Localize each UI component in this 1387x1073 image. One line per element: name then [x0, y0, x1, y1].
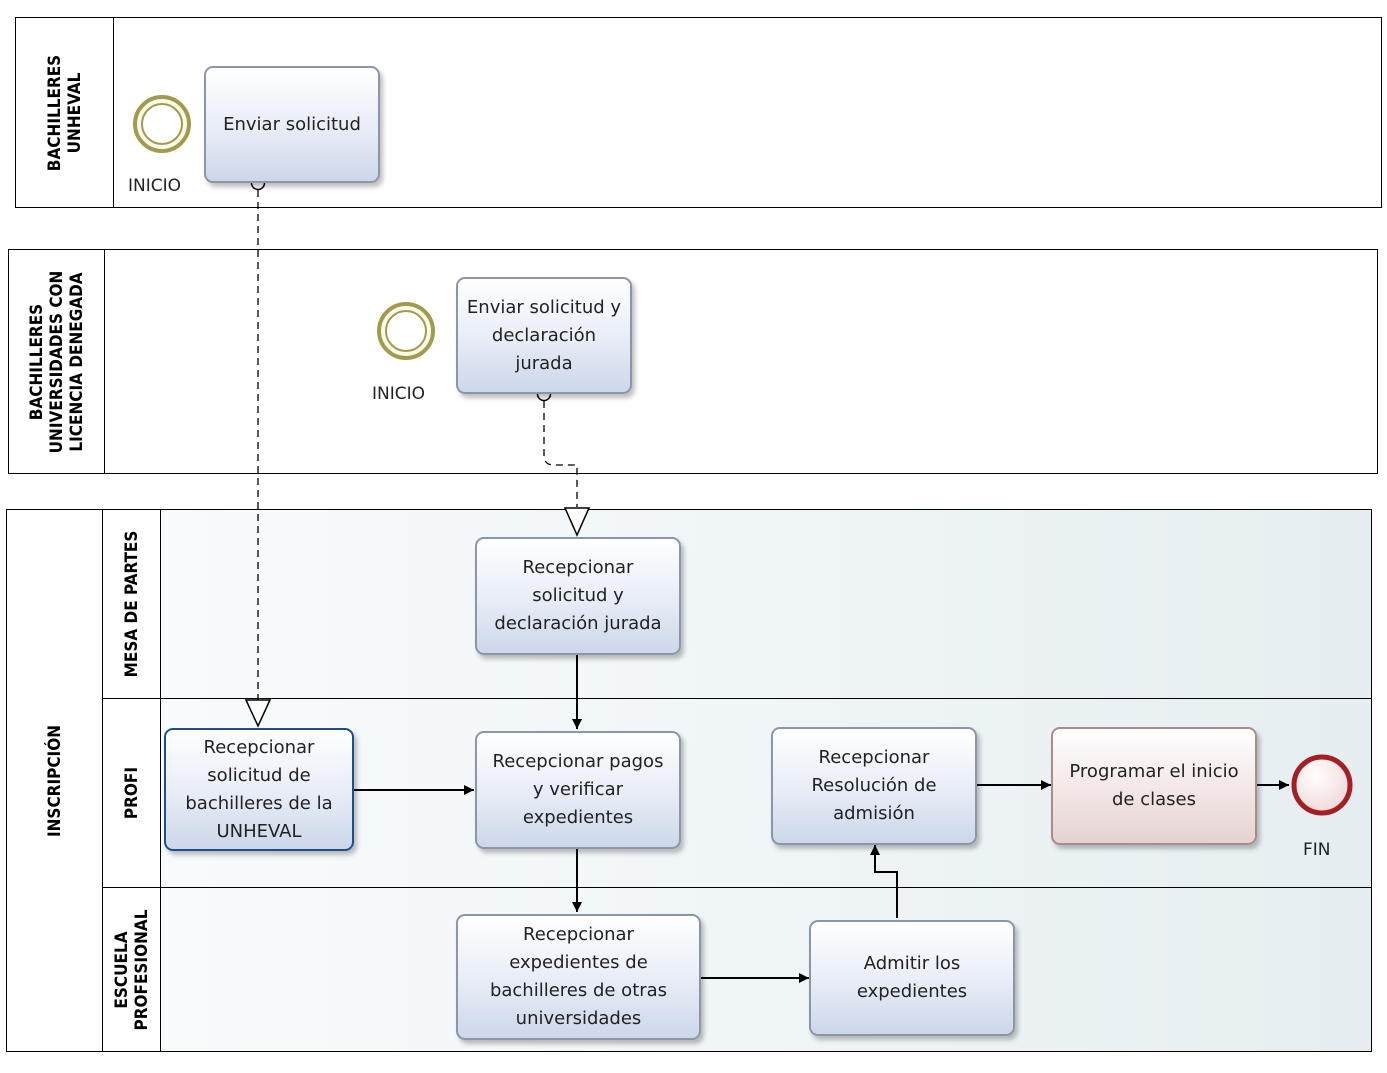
lane-escuela-profesional: ESCUELA PROFESIONAL — [103, 888, 1371, 1051]
pool-label: BACHILLERES UNHEVAL — [44, 54, 85, 171]
lane-label: MESA DE PARTES — [121, 530, 142, 678]
pool-header: BACHILLERES UNHEVAL — [16, 18, 114, 207]
task-recepcionar-solicitud-unheval[interactable]: Recepcionar solicitud de bachilleres de … — [164, 728, 354, 851]
task-recepcionar-solicitud-declaracion[interactable]: Recepcionar solicitud y declaración jura… — [475, 537, 681, 655]
task-recepcionar-pagos[interactable]: Recepcionar pagos y verificar expediente… — [475, 731, 681, 849]
pool-bachilleres-otras-universidades: BACHILLERES UNIVERSIDADES CON LICENCIA D… — [8, 249, 1378, 474]
task-admitir-expedientes[interactable]: Admitir los expedientes — [809, 920, 1015, 1036]
lane-label: ESCUELA PROFESIONAL — [111, 909, 152, 1030]
task-enviar-solicitud-declaracion[interactable]: Enviar solicitud y declaración jurada — [456, 277, 632, 394]
lane-label: PROFI — [121, 766, 142, 820]
end-event-label: FIN — [1303, 840, 1331, 860]
lane-mesa-de-partes: MESA DE PARTES — [103, 510, 1371, 699]
lane-header: MESA DE PARTES — [103, 510, 161, 698]
lane-header: PROFI — [103, 699, 161, 887]
task-recepcionar-expedientes[interactable]: Recepcionar expedientes de bachilleres d… — [456, 914, 701, 1040]
pool-label: BACHILLERES UNIVERSIDADES CON LICENCIA D… — [26, 270, 87, 453]
pool-label: INSCRIPCIÓN — [44, 724, 65, 837]
lane-body — [161, 888, 1371, 1051]
pool-header: INSCRIPCIÓN — [7, 510, 103, 1051]
lane-body — [161, 510, 1371, 698]
task-programar-inicio[interactable]: Programar el inicio de clases — [1051, 727, 1257, 845]
task-recepcionar-resolucion[interactable]: Recepcionar Resolución de admisión — [771, 727, 977, 845]
task-enviar-solicitud[interactable]: Enviar solicitud — [204, 66, 380, 183]
pool-header: BACHILLERES UNIVERSIDADES CON LICENCIA D… — [9, 250, 105, 473]
start-event-label: INICIO — [128, 176, 182, 196]
start-event-label: INICIO — [372, 384, 426, 404]
lane-header: ESCUELA PROFESIONAL — [103, 888, 161, 1051]
